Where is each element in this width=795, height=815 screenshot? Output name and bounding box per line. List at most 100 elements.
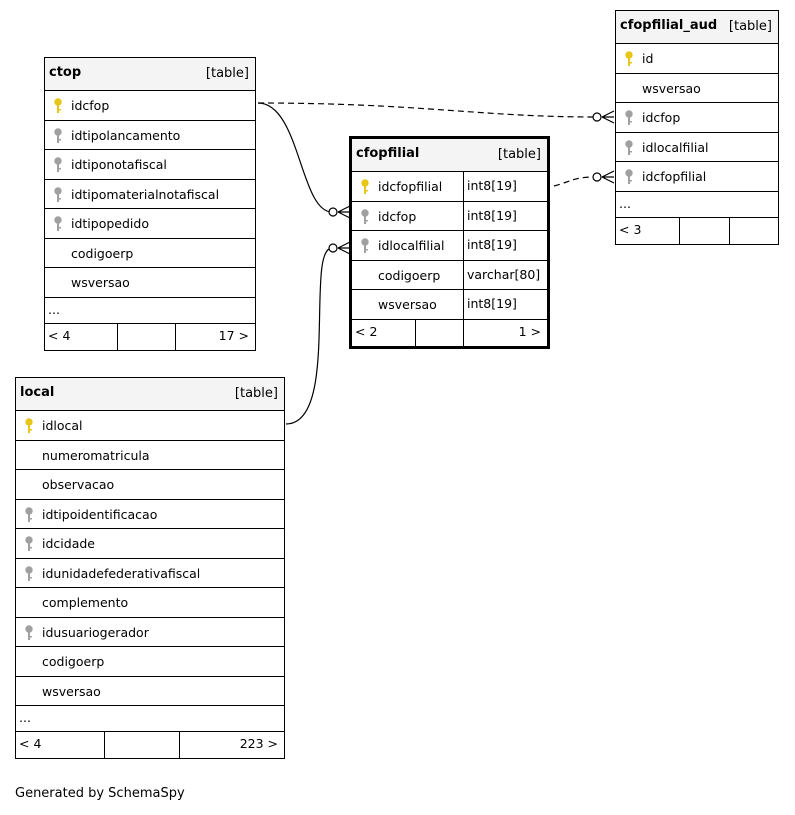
column-row[interactable]: observacao	[16, 470, 284, 500]
column-name: codigoerp	[71, 245, 134, 261]
column-name: idlocalfilial	[642, 139, 709, 155]
table-name: cfopfilial_aud	[620, 18, 718, 33]
column-row[interactable]: idcfopfilial	[616, 162, 778, 192]
column-name: idtipoidentificacao	[42, 506, 158, 522]
column-row[interactable]: idtipopedido	[45, 209, 255, 239]
column-type: int8[19]	[463, 290, 547, 319]
more-columns: ...	[45, 298, 255, 324]
table-ctop[interactable]: ctop [table] idcfop idtipolancamento idtip…	[44, 57, 256, 351]
column-row[interactable]: complemento	[16, 588, 284, 618]
column-name: idtiponotafiscal	[71, 157, 167, 172]
column-row[interactable]: codigoerp	[16, 647, 284, 677]
foreign-key-icon	[624, 169, 634, 185]
foreign-key-icon	[53, 157, 63, 173]
column-row[interactable]: idtipolancamento	[45, 121, 255, 150]
table-type: [table]	[728, 19, 772, 34]
column-row[interactable]: wsversao	[16, 677, 284, 706]
foreign-key-icon	[360, 238, 370, 254]
table-footer: < 4 223 >	[16, 732, 284, 758]
table-footer: < 4 17 >	[45, 323, 255, 350]
column-row[interactable]: idcidade	[16, 529, 284, 559]
table-header: cfopfilial_aud [table]	[616, 11, 778, 44]
foreign-key-icon	[360, 208, 370, 225]
column-row[interactable]: idlocalfilial	[616, 133, 778, 162]
column-row[interactable]: wsversao	[616, 74, 778, 103]
foreign-key-icon	[24, 565, 34, 582]
column-row[interactable]: idusuariogerador	[16, 618, 284, 647]
crowfoot-icon	[601, 170, 615, 184]
column-row[interactable]: wsversao	[45, 268, 255, 298]
table-header: ctop [table]	[45, 58, 255, 91]
children-count[interactable]: 223 >	[239, 736, 278, 751]
column-name: idcfop	[378, 208, 417, 224]
foreign-key-icon	[624, 110, 634, 126]
column-row[interactable]: numeromatricula	[16, 441, 284, 470]
crowfoot-icon	[337, 241, 351, 255]
table-name: cfopfilial	[356, 146, 420, 161]
column-row[interactable]: codigoerp	[45, 239, 255, 268]
column-name: codigoerp	[378, 267, 441, 283]
column-name: idcfop	[642, 110, 681, 125]
table-header: cfopfilial [table]	[352, 139, 547, 172]
column-name: idcfopfilial	[378, 179, 443, 194]
column-name: idcfop	[71, 98, 110, 113]
column-row[interactable]: idcfop	[45, 91, 255, 121]
foreign-key-icon	[24, 506, 34, 523]
column-name: idtipopedido	[71, 216, 149, 231]
column-row[interactable]: idcfopfilial int8[19]	[352, 172, 547, 202]
edge-cfopfilial-aud	[553, 176, 597, 187]
column-row[interactable]: idtipoidentificacao	[16, 500, 284, 529]
column-row[interactable]: idcfop	[616, 103, 778, 133]
edge-local-cfopfilial	[285, 247, 333, 425]
foreign-key-icon	[624, 139, 634, 156]
table-name: ctop	[49, 65, 82, 80]
column-row[interactable]: idlocal	[16, 411, 284, 441]
column-name: idcidade	[42, 536, 95, 551]
children-count[interactable]: 1 >	[518, 323, 541, 339]
parents-count[interactable]: < 2	[355, 323, 378, 339]
children-count[interactable]: 17 >	[218, 327, 249, 343]
table-type: [table]	[234, 386, 278, 401]
column-name: idtipolancamento	[71, 127, 181, 143]
edge-ctop-cfopfilial-aud	[257, 102, 597, 118]
column-name: wsversao	[642, 80, 701, 96]
edge-ctop-cfopfilial	[257, 102, 333, 213]
table-footer: < 2 1 >	[352, 319, 547, 346]
column-row[interactable]: idtiponotafiscal	[45, 150, 255, 180]
column-name: complemento	[42, 595, 129, 610]
table-local[interactable]: local [table] idlocal numeromatricula obse…	[15, 377, 285, 759]
table-name: local	[20, 385, 55, 400]
more-columns: ...	[16, 706, 284, 732]
column-row[interactable]: idtipomaterialnotafiscal	[45, 180, 255, 209]
primary-key-icon	[360, 179, 370, 195]
column-type: int8[19]	[463, 172, 547, 201]
column-name: idlocal	[42, 418, 83, 433]
column-name: codigoerp	[42, 654, 105, 669]
more-columns: ...	[616, 192, 778, 218]
edge-end-circle	[328, 207, 338, 217]
column-row[interactable]: idunidadefederativafiscal	[16, 559, 284, 588]
table-header: local [table]	[16, 378, 284, 411]
column-row[interactable]: id	[616, 44, 778, 74]
column-name: idtipomaterialnotafiscal	[71, 186, 220, 202]
column-name: observacao	[42, 477, 115, 492]
column-name: id	[642, 51, 654, 66]
table-footer: < 3	[616, 217, 778, 244]
column-name: numeromatricula	[42, 447, 150, 463]
table-cfopfilial-aud[interactable]: cfopfilial_aud [table] id wsversao idcfop i…	[615, 10, 779, 245]
crowfoot-icon	[337, 205, 351, 219]
parents-count[interactable]: < 4	[48, 327, 71, 343]
crowfoot-icon	[601, 110, 615, 124]
column-name: wsversao	[71, 275, 130, 290]
foreign-key-icon	[53, 127, 63, 144]
parents-count[interactable]: < 3	[619, 221, 642, 237]
parents-count[interactable]: < 4	[19, 736, 42, 751]
column-name: idunidadefederativafiscal	[42, 565, 201, 581]
generated-by-label: Generated by SchemaSpy	[15, 786, 185, 801]
